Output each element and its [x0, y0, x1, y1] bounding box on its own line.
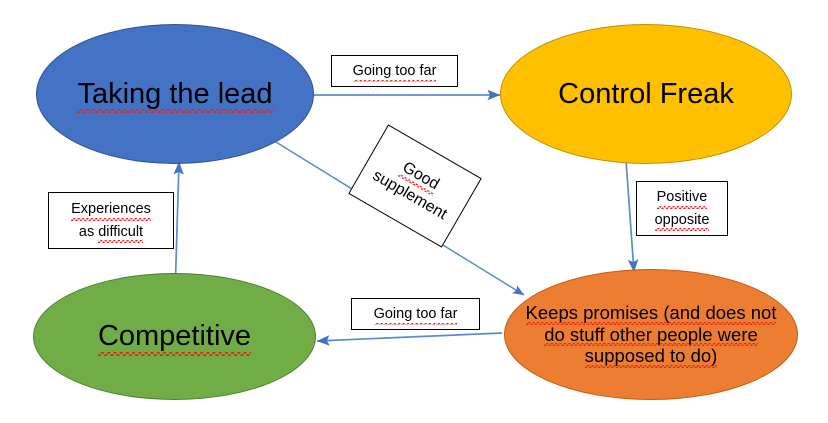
node-keeps-promises[interactable]: Keeps promises (and does not do stuff ot… [504, 269, 798, 400]
node-competitive[interactable]: Competitive [33, 273, 316, 400]
spellcheck-underline: opposite [654, 209, 709, 232]
spellcheck-underline: Keeps promises (and does not [525, 301, 777, 325]
edge-label-text: Going too far [352, 60, 436, 83]
node-taking-the-lead[interactable]: Taking the lead [36, 24, 314, 164]
spellcheck-underline: Competitive [97, 320, 252, 356]
spellcheck-underline: supposed to do) [584, 345, 718, 369]
node-label: Competitive [88, 319, 261, 356]
node-label: Control Freak [558, 77, 734, 110]
edge-label-text: Going too far [373, 303, 457, 326]
spellcheck-underline: Positive [656, 186, 707, 209]
edge-label-positive-opposite[interactable]: Positive opposite [636, 181, 728, 236]
node-label: Taking the lead [67, 77, 282, 114]
node-control-freak[interactable]: Control Freak [500, 24, 792, 164]
node-label: Keeps promises (and does not do stuff ot… [516, 301, 787, 369]
edge-label-going-too-far-top[interactable]: Going too far [331, 55, 458, 87]
spellcheck-underline: Taking the lead [77, 77, 273, 114]
edge-label-going-too-far-bottom[interactable]: Going too far [351, 298, 480, 330]
edge-label-text: Good supplement [368, 147, 461, 226]
spellcheck-underline: difficult [98, 221, 143, 244]
edge-label-text: Experiences as difficult [71, 198, 151, 244]
edge-label-text: Positive opposite [654, 186, 709, 232]
spellcheck-underline: Experiences [71, 198, 151, 221]
arrow-control-to-keeps [625, 159, 639, 273]
arrow-keeps-to-competitive [316, 332, 503, 346]
spellcheck-underline: do stuff other people were [544, 323, 758, 347]
edge-label-experiences-as-difficult[interactable]: Experiences as difficult [48, 192, 174, 249]
